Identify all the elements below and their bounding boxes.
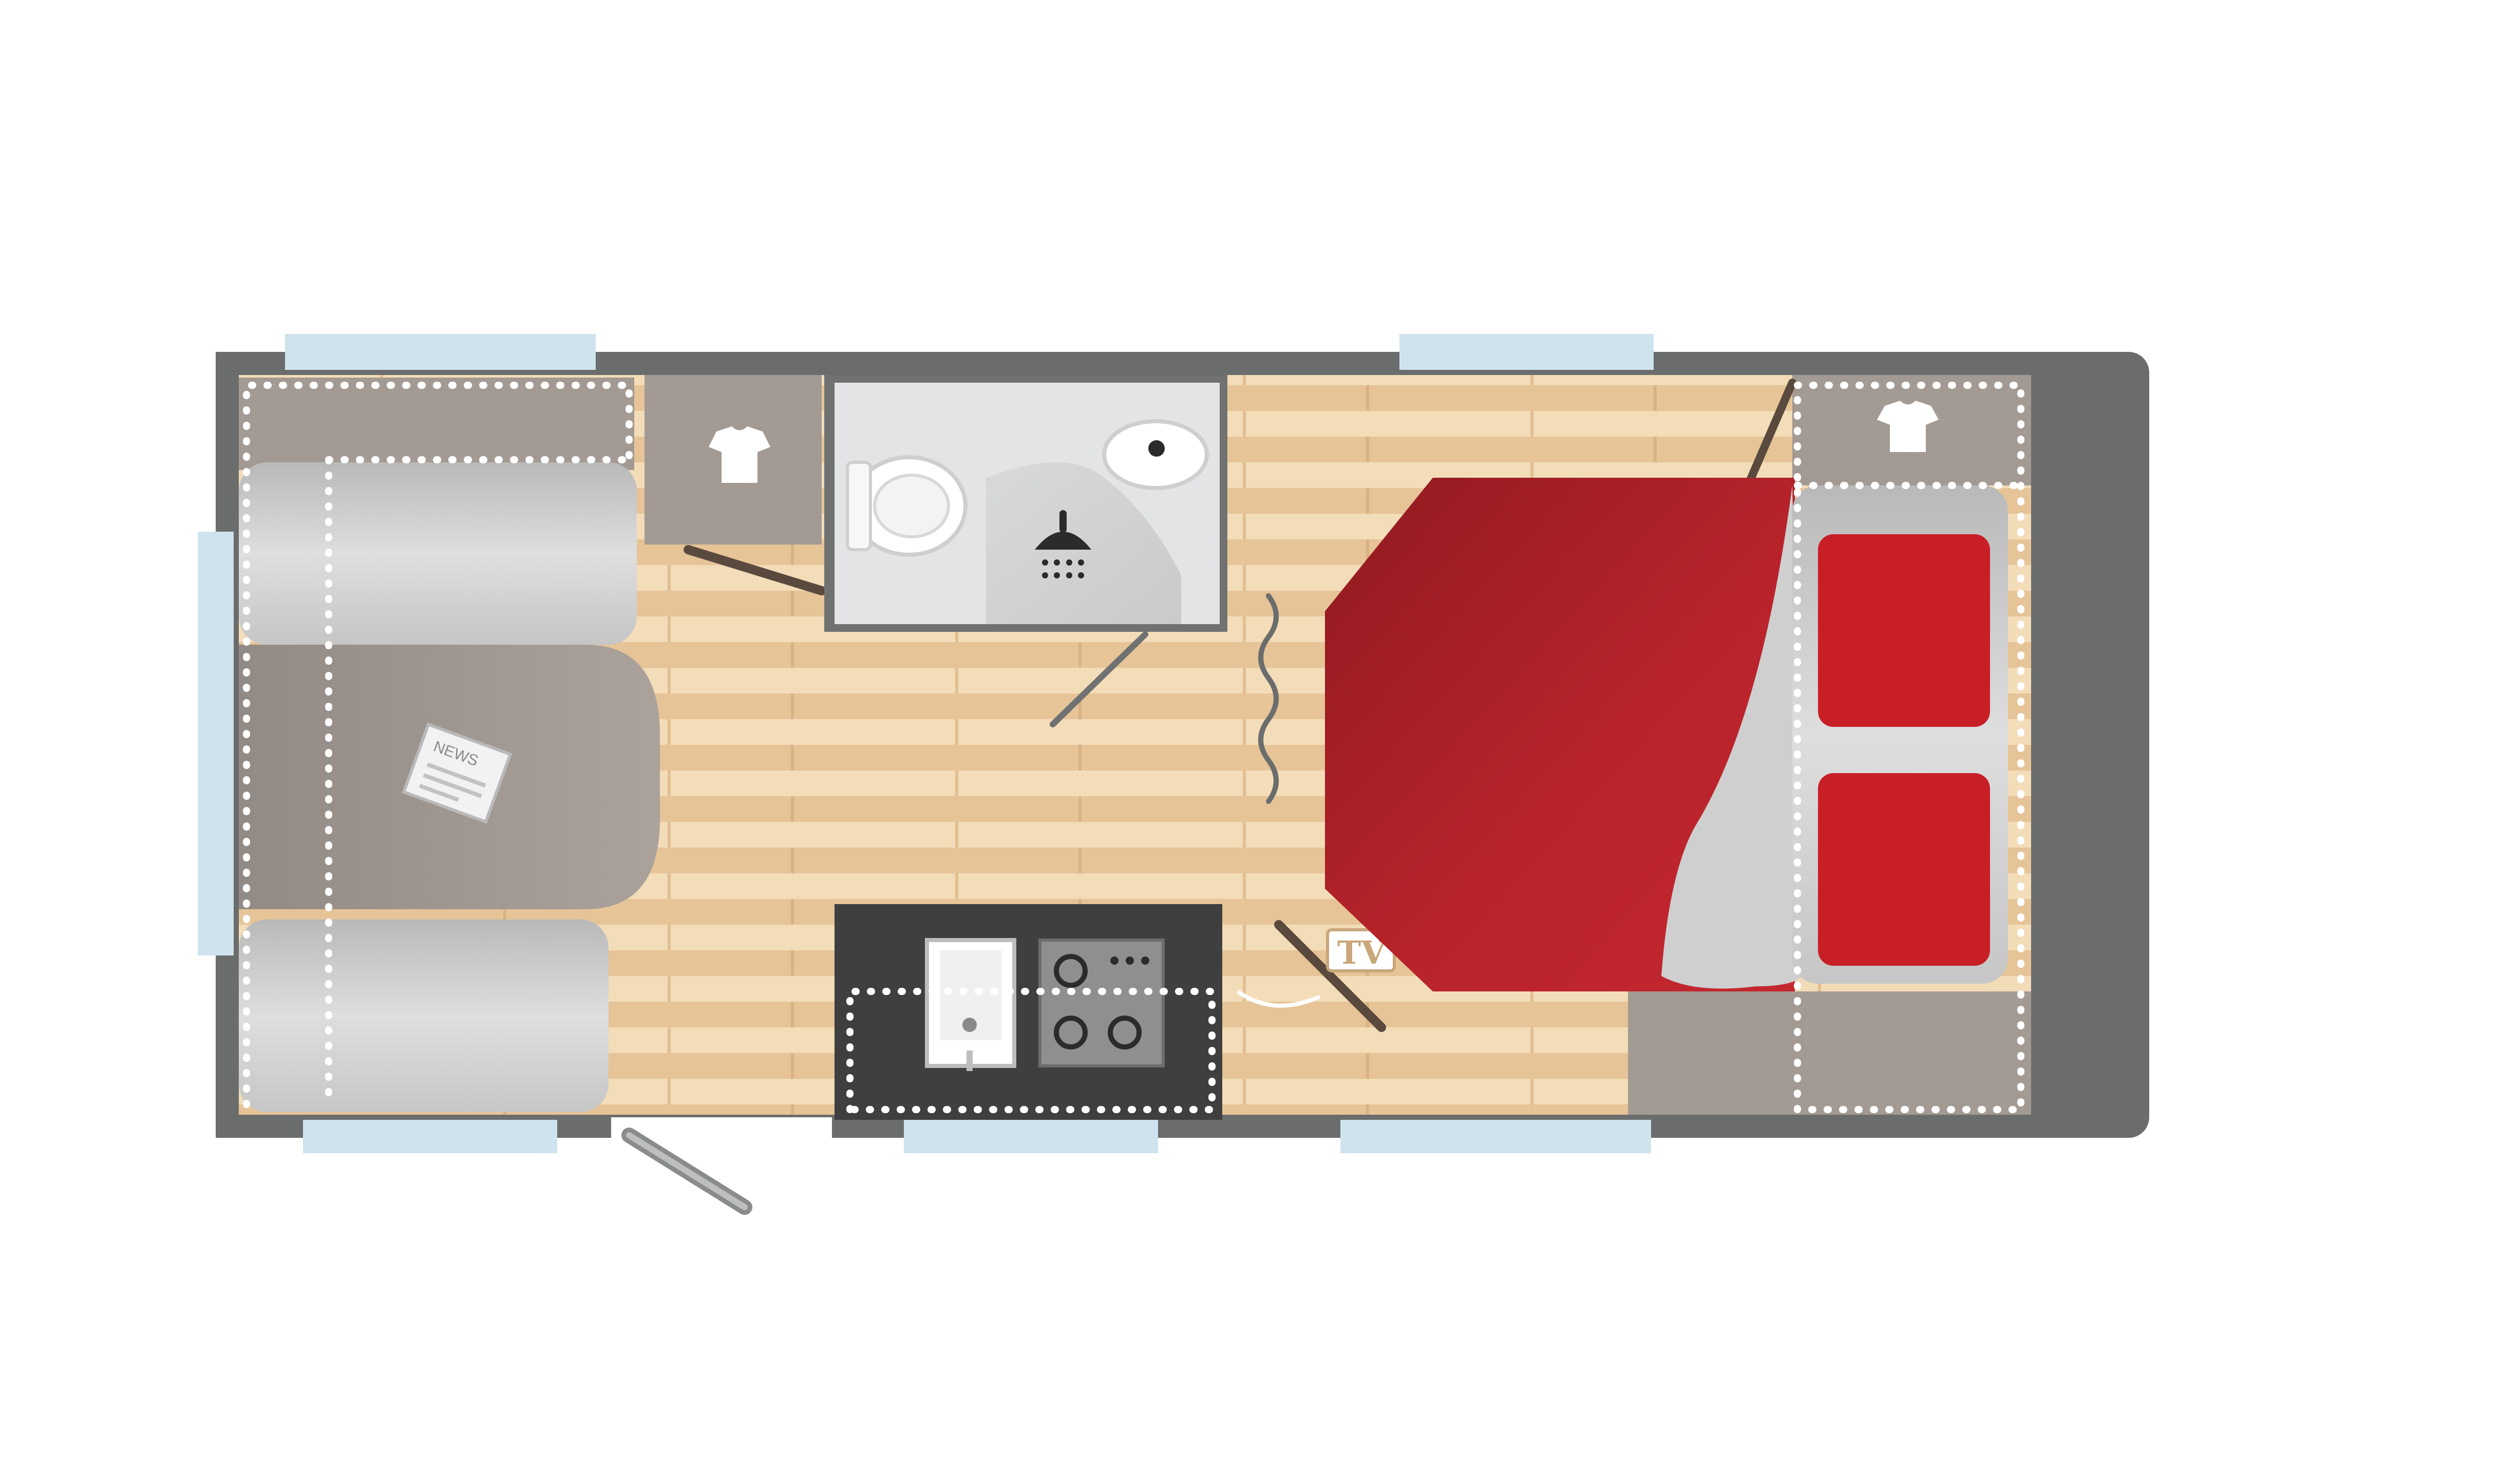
shower-icon [1035, 510, 1091, 578]
sink-tap [967, 1051, 973, 1071]
burner-icons [1054, 954, 1142, 1049]
wardrobe-door-left [684, 545, 826, 595]
pillow-bottom [1818, 773, 1990, 966]
window-bottom-kitchen [904, 1120, 1158, 1153]
burner-icon [1054, 1016, 1088, 1049]
bedroom [1325, 375, 2031, 1115]
tv-mount: TV [1236, 920, 1396, 1032]
toilet-bowl [873, 474, 950, 538]
room-divider-curtain [1258, 593, 1279, 804]
window-top-left [285, 334, 596, 370]
window-bottom-left [303, 1120, 557, 1153]
hob-controls [1110, 956, 1149, 965]
window-bottom-bedroom [1340, 1120, 1651, 1153]
burner-icon [1108, 1016, 1142, 1049]
bedroom-floor-storage [1628, 991, 2031, 1115]
bathroom-door [1050, 631, 1148, 727]
kitchen-storage-outline [846, 988, 1216, 1113]
sofa-cushion-bottom [239, 920, 609, 1112]
pillow-top [1818, 534, 1990, 727]
washbasin-drain [1148, 440, 1165, 457]
wardrobe-door-right [1747, 379, 1796, 482]
bed-duvet-fold [1661, 485, 1803, 989]
toilet-tank [846, 461, 872, 551]
bathroom [824, 375, 1227, 727]
lounge-backrest-top [239, 378, 634, 470]
wardrobe-left [645, 375, 826, 595]
sink-drain [962, 1018, 977, 1032]
double-bed [1325, 478, 1795, 991]
newspaper-icon: NEWS [402, 722, 513, 824]
burner-icon [1054, 954, 1088, 988]
tv-label: TV [1337, 934, 1386, 971]
entrance-door [611, 1117, 832, 1215]
kitchen [835, 904, 1222, 1120]
windows [198, 334, 1654, 1153]
sofa-cushion-top [239, 462, 637, 645]
window-top-middle [1399, 334, 1654, 370]
tshirt-icon [1877, 401, 1939, 452]
lounge-area: NEWS [239, 378, 660, 1112]
lounge-storage-outline [243, 382, 633, 1108]
window-rear [198, 532, 234, 955]
tshirt-icon [709, 426, 770, 483]
swivel-arrow-icon [1236, 989, 1321, 1008]
